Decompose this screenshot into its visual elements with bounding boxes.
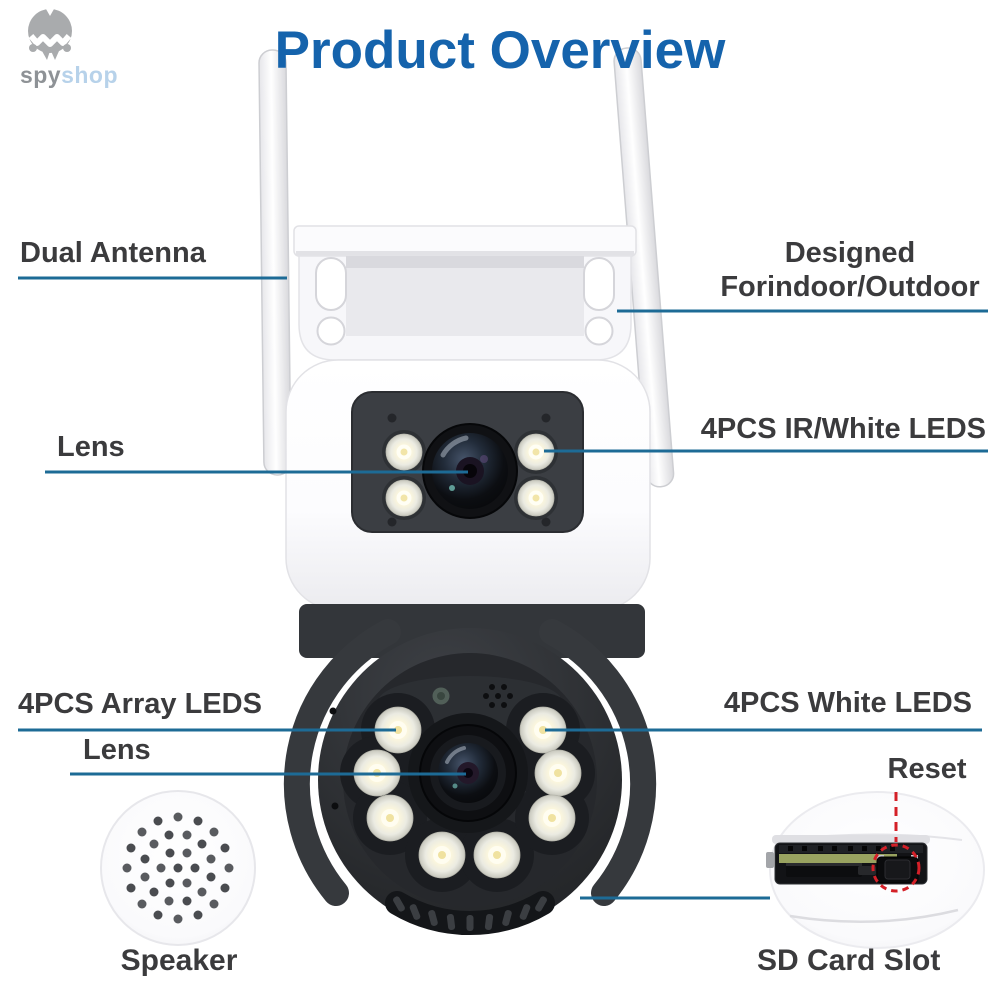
label-sd-card-slot: SD Card Slot	[757, 944, 941, 977]
vent-band	[385, 891, 555, 936]
brand-name-spy: spy	[19, 62, 62, 88]
spy-logo-icon	[28, 9, 72, 60]
reset-dashed-circle	[871, 843, 921, 893]
brand-logo: spyshop	[14, 4, 124, 89]
callout-lines	[18, 276, 988, 900]
top-lens	[422, 423, 518, 519]
label-dual-antenna: Dual Antenna	[20, 237, 206, 269]
camera-head	[285, 359, 651, 611]
sd-card	[786, 863, 862, 877]
label-reset: Reset	[887, 753, 967, 785]
label-white-leds: 4PCS White LEDS	[723, 687, 972, 719]
dual-antenna	[258, 47, 675, 488]
reset-button	[876, 855, 919, 884]
mount-bracket	[293, 225, 637, 361]
ir-white-led-array	[382, 430, 558, 520]
label-speaker: Speaker	[120, 944, 238, 977]
reset-callout	[871, 792, 921, 893]
light-sensor	[432, 687, 450, 705]
label-ir-white-leds: 4PCS IR/White LEDS	[700, 413, 986, 445]
brand-name-shop: shop	[61, 62, 119, 88]
label-lens-top: Lens	[57, 431, 125, 463]
label-lens-bottom: Lens	[83, 734, 151, 766]
label-designed-line1: Designed	[784, 237, 916, 269]
label-designed-for: Designed Forindoor/Outdoor	[710, 236, 990, 304]
microphone-holes	[483, 684, 513, 708]
sd-slot-inset	[766, 791, 985, 949]
ptz-dome	[283, 604, 657, 936]
label-array-leds: 4PCS Array LEDS	[18, 688, 262, 720]
brand-name: spyshop	[14, 62, 124, 89]
pcb-edge	[779, 854, 897, 863]
speaker-inset	[100, 790, 256, 946]
label-designed-line2: Forindoor/Outdoor	[720, 271, 980, 303]
page-title: Product Overview	[274, 21, 726, 80]
